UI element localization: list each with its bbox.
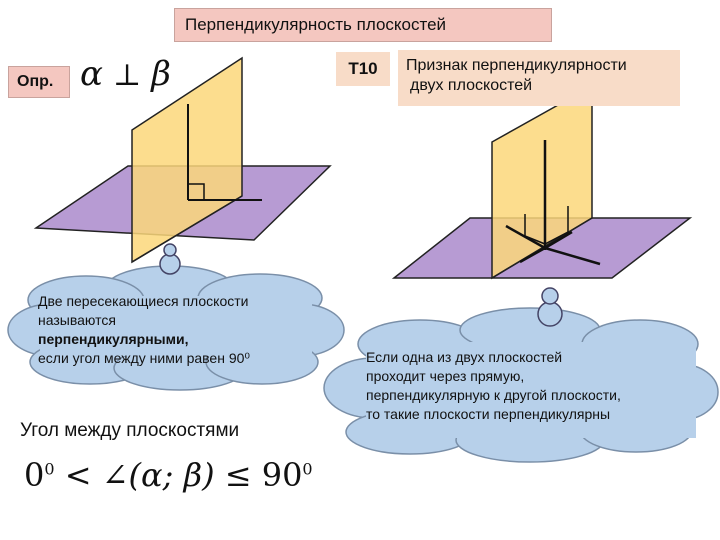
- definition-label: Опр.: [8, 66, 70, 98]
- theorem-line3: перпендикулярную к другой плоскости,: [366, 387, 621, 403]
- left-cloud: [7, 265, 345, 391]
- definition-text: Две пересекающиеся плоскости называются …: [38, 292, 328, 368]
- theorem-text: Если одна из двух плоскостей проходит че…: [366, 348, 682, 424]
- theorem-title-line1: Признак перпендикулярности: [406, 57, 627, 74]
- definition-formula: α ⊥ β: [80, 54, 171, 94]
- angle-caption: Угол между плоскостями: [20, 420, 240, 441]
- theorem-title-line2: двух плоскостей: [410, 77, 533, 94]
- definition-line3: если угол между ними равен 90⁰: [38, 350, 251, 366]
- page-title: Перпендикулярность плоскостей: [174, 8, 552, 42]
- perp-symbol: ⊥: [112, 58, 142, 93]
- angle-formula: 00 < ∠(α; β) ≤ 900: [24, 456, 313, 494]
- alpha-symbol: α: [80, 54, 103, 94]
- theorem-line4: то такие плоскости перпендикулярны: [366, 406, 611, 422]
- theorem-tag: Т10: [336, 52, 390, 86]
- beta-symbol: β: [151, 54, 171, 94]
- theorem-line1: Если одна из двух плоскостей: [366, 349, 563, 365]
- definition-line2: называются перпендикулярными,: [38, 312, 189, 347]
- definition-line1: Две пересекающиеся плоскости: [38, 293, 249, 309]
- left-right-angle-mark: [188, 183, 205, 200]
- theorem-title-box: Признак перпендикулярности двух плоскост…: [398, 50, 680, 106]
- theorem-line2: проходит через прямую,: [366, 368, 525, 384]
- right-cloud: [323, 307, 719, 463]
